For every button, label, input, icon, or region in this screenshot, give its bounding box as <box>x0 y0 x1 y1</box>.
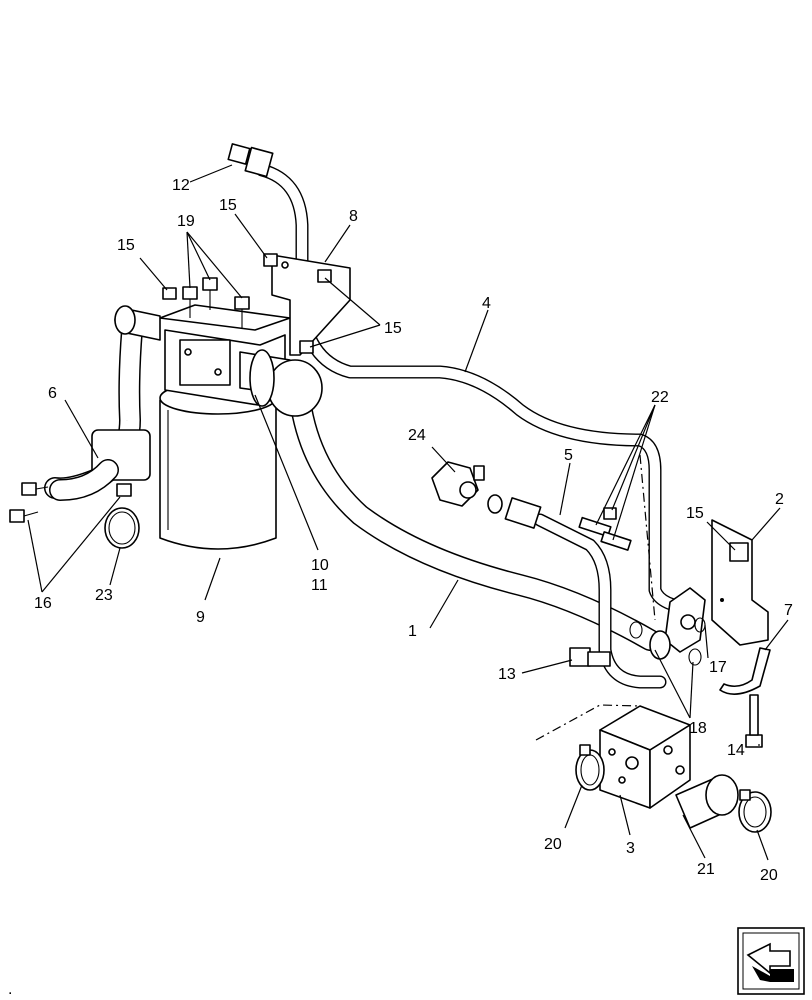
callout-13: 13 <box>498 666 516 683</box>
callout-22: 22 <box>651 389 669 406</box>
leader-lines <box>27 164 789 861</box>
valve-block-3 <box>599 705 691 809</box>
callout-18: 18 <box>689 720 707 737</box>
hose-clamp-20-left <box>575 744 605 791</box>
bolts-22 <box>578 507 632 551</box>
hose-1 <box>289 389 661 651</box>
bolts-16 <box>9 482 132 523</box>
callout-20: 20 <box>544 836 562 853</box>
tube-5 <box>533 513 667 689</box>
callout-11: 11 <box>311 577 328 594</box>
next-page-arrow-icon[interactable] <box>737 927 805 995</box>
callout-4: 4 <box>482 295 491 312</box>
hose-6 <box>44 319 151 501</box>
callout-labels: 12 15 15 19 8 15 4 6 24 5 22 15 2 7 10 1… <box>8 177 793 998</box>
callout-8: 8 <box>349 208 358 225</box>
callout-15: 15 <box>219 197 237 214</box>
callout-2: 2 <box>775 491 784 508</box>
callout-7: 7 <box>784 602 793 619</box>
callout-17: 17 <box>709 659 727 676</box>
callout-21: 21 <box>697 861 715 878</box>
corner-mark: . <box>8 981 12 998</box>
bracket-2 <box>711 519 769 646</box>
callout-3: 3 <box>626 840 635 857</box>
fitting-13 <box>569 647 611 667</box>
callout-5: 5 <box>564 447 573 464</box>
bolts-15 <box>162 253 332 354</box>
callout-12: 12 <box>172 177 190 194</box>
bolt-14 <box>745 694 763 748</box>
fitting-5-nut <box>487 494 542 529</box>
bracket-7 <box>719 647 771 695</box>
callout-20: 20 <box>760 867 778 884</box>
callout-1: 1 <box>408 623 417 640</box>
filter-canister-9 <box>159 381 277 550</box>
filter-head-10 <box>114 304 323 417</box>
callout-15: 15 <box>686 505 704 522</box>
callout-19: 19 <box>177 213 195 230</box>
bolts-19 <box>182 277 250 328</box>
flange-17 <box>664 587 706 653</box>
fitting-12 <box>227 143 274 178</box>
hose-21 <box>675 774 739 829</box>
callout-6: 6 <box>48 385 57 402</box>
o-ring-23 <box>104 507 140 549</box>
callout-10: 10 <box>311 557 329 574</box>
callout-9: 9 <box>196 609 205 626</box>
callout-24: 24 <box>408 427 426 444</box>
callout-23: 23 <box>95 587 113 604</box>
callout-15: 15 <box>117 237 135 254</box>
callout-14: 14 <box>727 742 745 759</box>
callout-15: 15 <box>384 320 402 337</box>
alignment-lines <box>535 454 656 741</box>
hose-clamp-20-right <box>738 789 772 833</box>
fitting-24 <box>431 461 485 507</box>
callout-16: 16 <box>34 595 52 612</box>
